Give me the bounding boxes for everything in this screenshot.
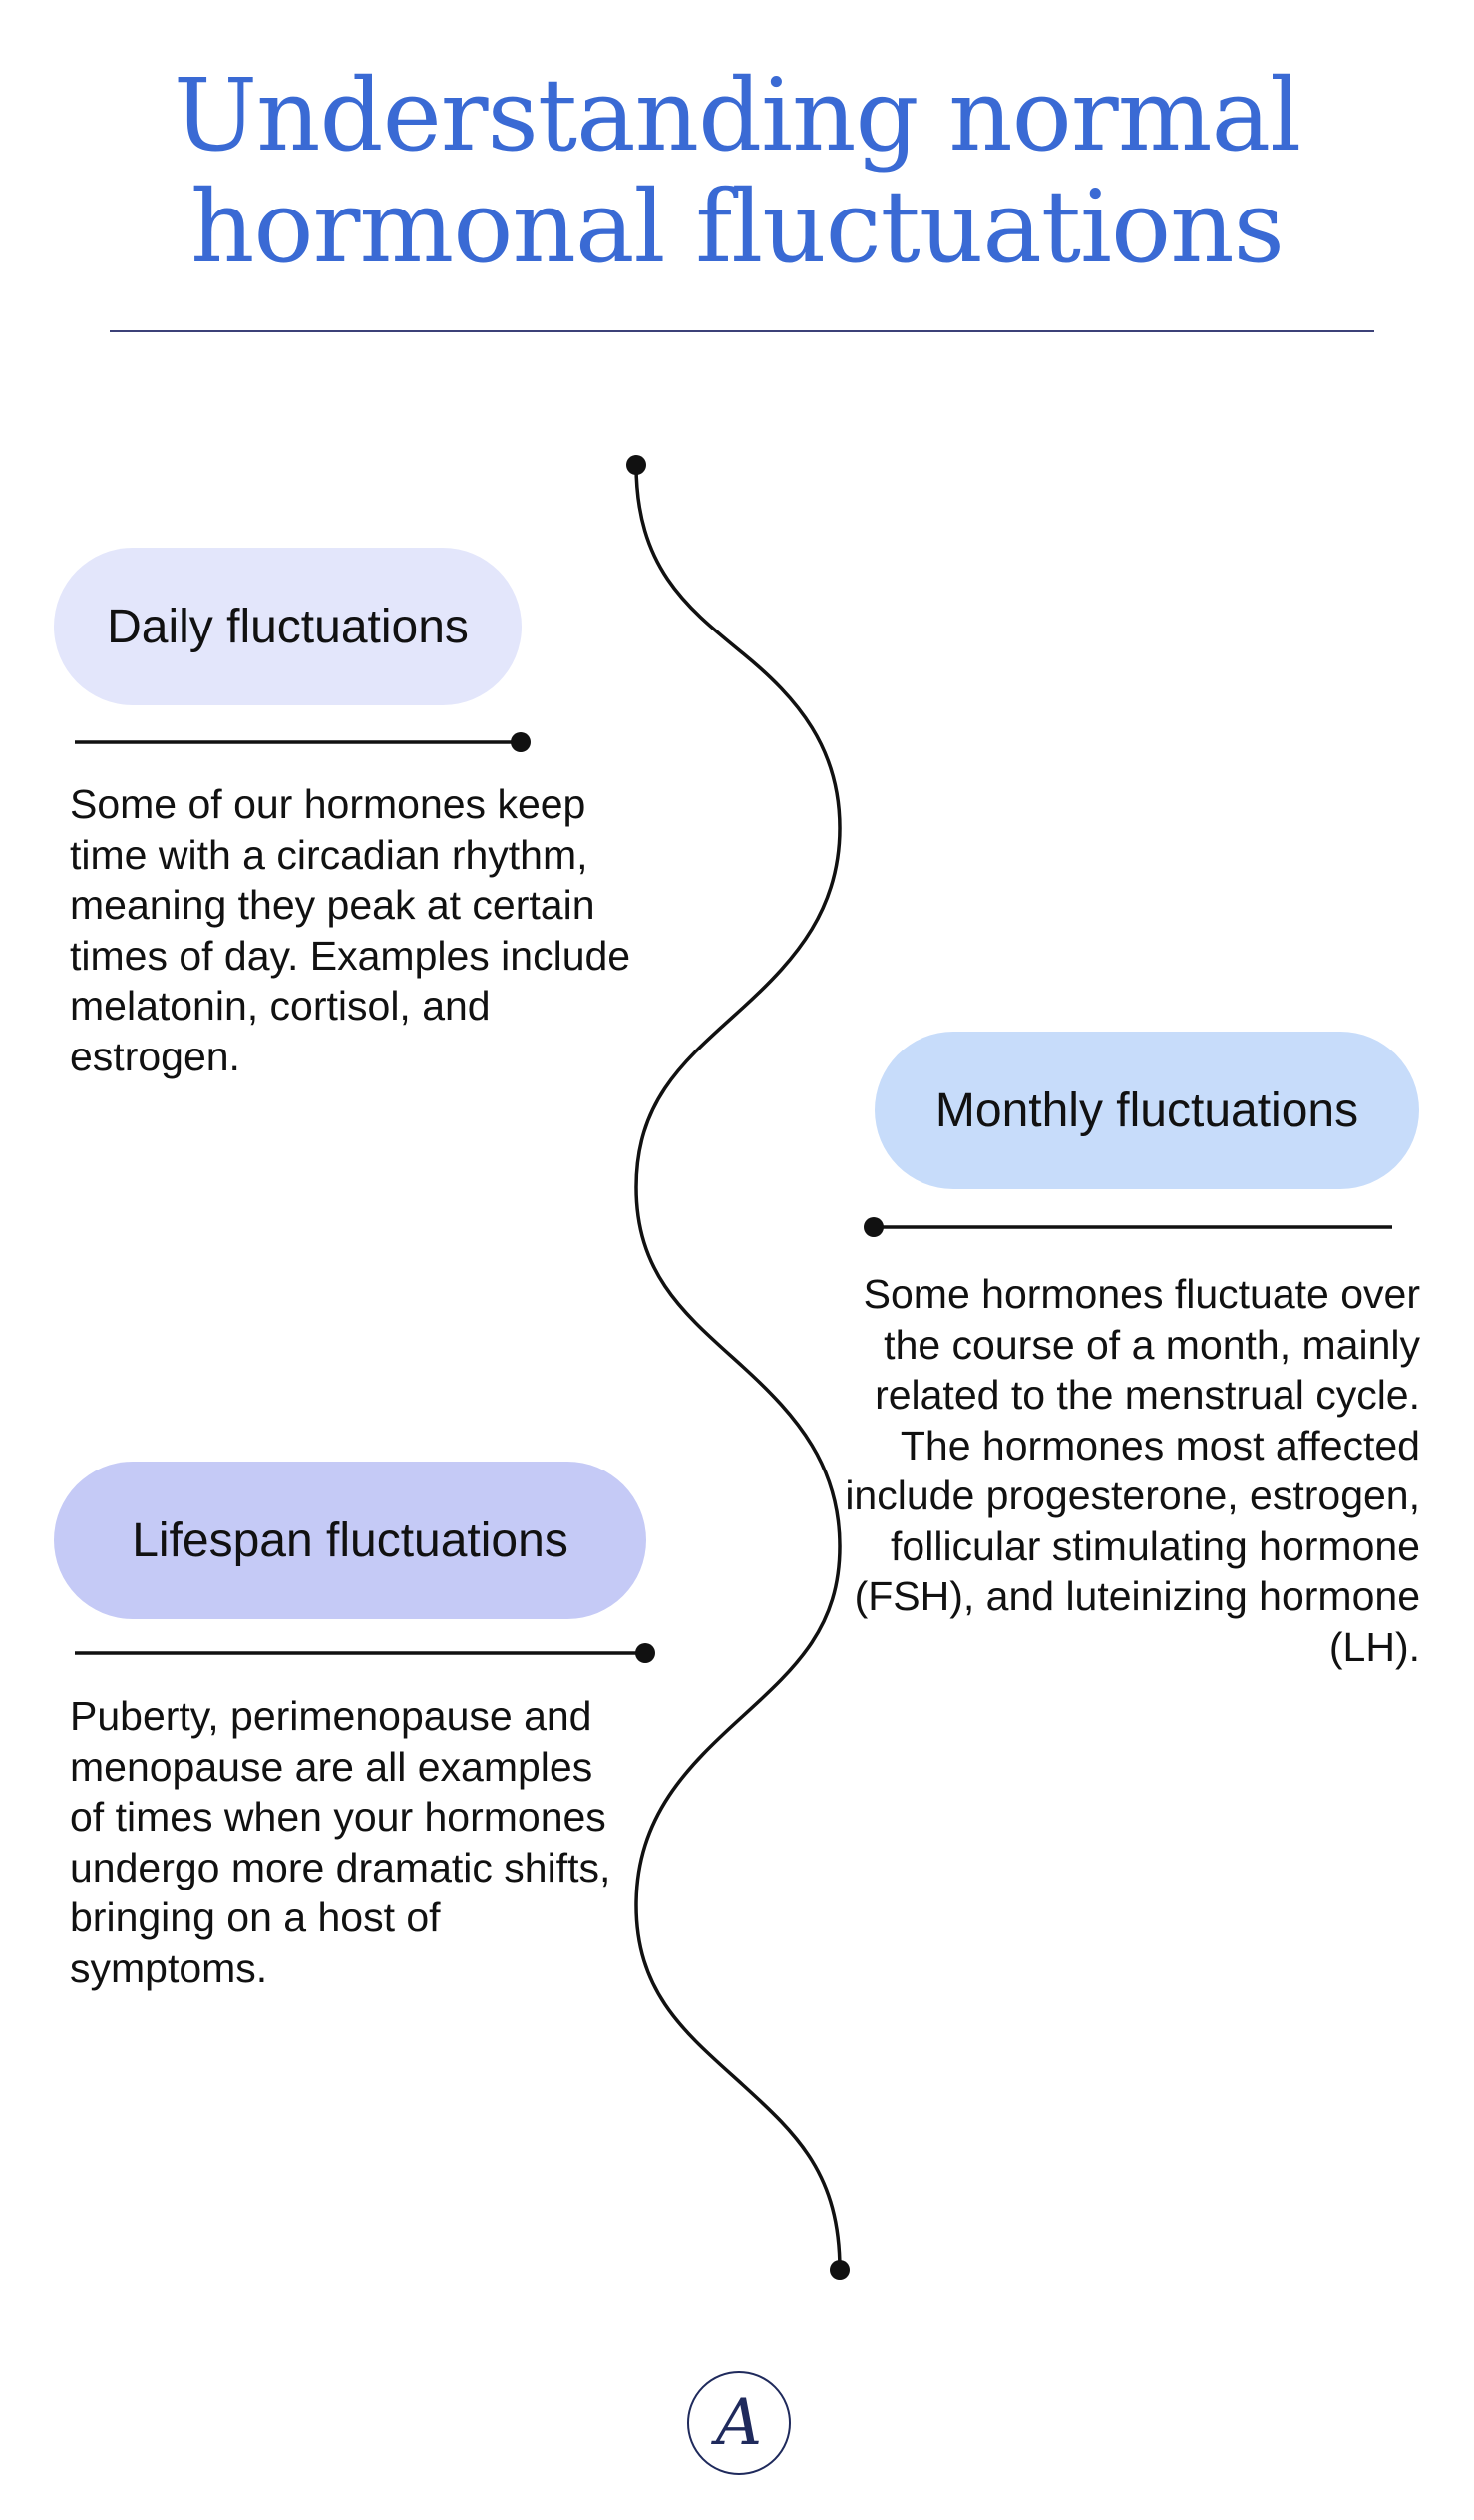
timeline-end-dot — [830, 2260, 850, 2280]
daily-fluctuations-description: Some of our hormones keep time with a ci… — [70, 781, 631, 1079]
lifespan-connector-dot — [635, 1643, 655, 1663]
timeline-start-dot — [626, 455, 646, 475]
brand-logo-icon: A — [687, 2371, 791, 2475]
daily-fluctuations-label: Daily fluctuations — [54, 548, 522, 705]
title-divider — [110, 330, 1374, 332]
monthly-fluctuations-description: Some hormones fluctuate over the course … — [845, 1271, 1420, 1670]
monthly-fluctuations-label: Monthly fluctuations — [875, 1032, 1419, 1189]
lifespan-fluctuations-description: Puberty, perimenopause and menopause are… — [70, 1693, 611, 1991]
page-title: Understanding normal hormonal fluctuatio… — [173, 57, 1301, 285]
daily-connector-dot — [511, 732, 531, 752]
monthly-connector-dot — [864, 1217, 884, 1237]
lifespan-fluctuations-label: Lifespan fluctuations — [54, 1462, 646, 1619]
timeline-wave — [634, 464, 842, 2271]
brand-logo-letter: A — [715, 2386, 763, 2460]
